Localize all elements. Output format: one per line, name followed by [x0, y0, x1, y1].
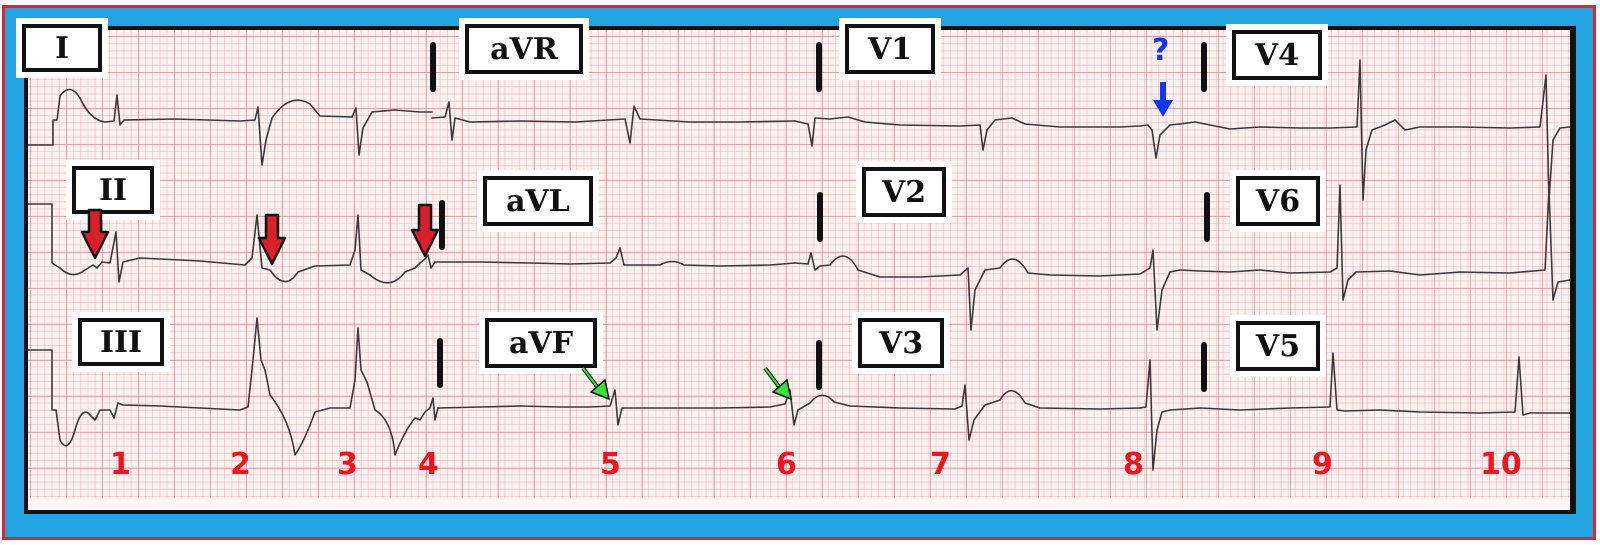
lead-change-marker: [817, 192, 823, 242]
beat-number-6: 6: [776, 447, 797, 482]
lead-label-V1: V1: [839, 18, 941, 80]
beat-number-2: 2: [230, 447, 251, 482]
lead-label-aVL: aVL: [477, 170, 599, 232]
trace-lead-V2: [794, 249, 1181, 331]
lead-label-III: III: [72, 312, 170, 372]
trace-lead-aVR: [431, 101, 796, 144]
trace-lead-V1: [794, 116, 1181, 159]
beat-number-3: 3: [337, 447, 358, 482]
trace-lead-V6: [1179, 184, 1570, 301]
lead-label-V2: V2: [856, 161, 952, 223]
lead-label-V6: V6: [1230, 170, 1326, 232]
beat-number-10: 10: [1480, 447, 1522, 482]
beat-number-7: 7: [930, 447, 951, 482]
lead-change-marker: [816, 340, 822, 390]
lead-label-I: I: [16, 18, 108, 78]
lead-label-V4: V4: [1226, 24, 1328, 86]
question-mark-annotation: ?: [1152, 33, 1170, 68]
outer-red-border: [2, 5, 1596, 540]
beat-number-5: 5: [600, 447, 621, 482]
lead-change-marker: [437, 338, 443, 388]
trace-lead-aVF: [437, 384, 1141, 441]
lead-change-marker: [439, 200, 445, 250]
beat-number-8: 8: [1123, 447, 1144, 482]
trace-lead-V4: [1179, 59, 1570, 201]
lead-label-aVR: aVR: [459, 18, 589, 80]
lead-label-V5: V5: [1230, 315, 1326, 377]
lead-change-marker: [430, 42, 436, 92]
paper-bottom-margin: [28, 498, 1570, 510]
lead-label-II: II: [66, 160, 160, 220]
trace-lead-aVL: [434, 247, 796, 267]
lead-label-V3: V3: [852, 312, 950, 374]
trace-lead-V5: [1139, 352, 1570, 471]
beat-number-4: 4: [418, 447, 439, 482]
ecg-traces: [28, 59, 1570, 471]
beat-number-9: 9: [1312, 447, 1333, 482]
lead-change-marker: [816, 42, 822, 92]
lead-change-marker: [1204, 192, 1210, 242]
trace-lead-II: [28, 203, 436, 284]
beat-number-1: 1: [110, 447, 131, 482]
trace-lead-I: [28, 88, 433, 166]
trace-lead-III: [28, 317, 439, 456]
lead-label-aVF: aVF: [479, 312, 603, 374]
lead-change-marker: [1201, 342, 1207, 392]
ecg-paper: [28, 30, 1570, 510]
lead-change-marker: [1201, 42, 1207, 92]
